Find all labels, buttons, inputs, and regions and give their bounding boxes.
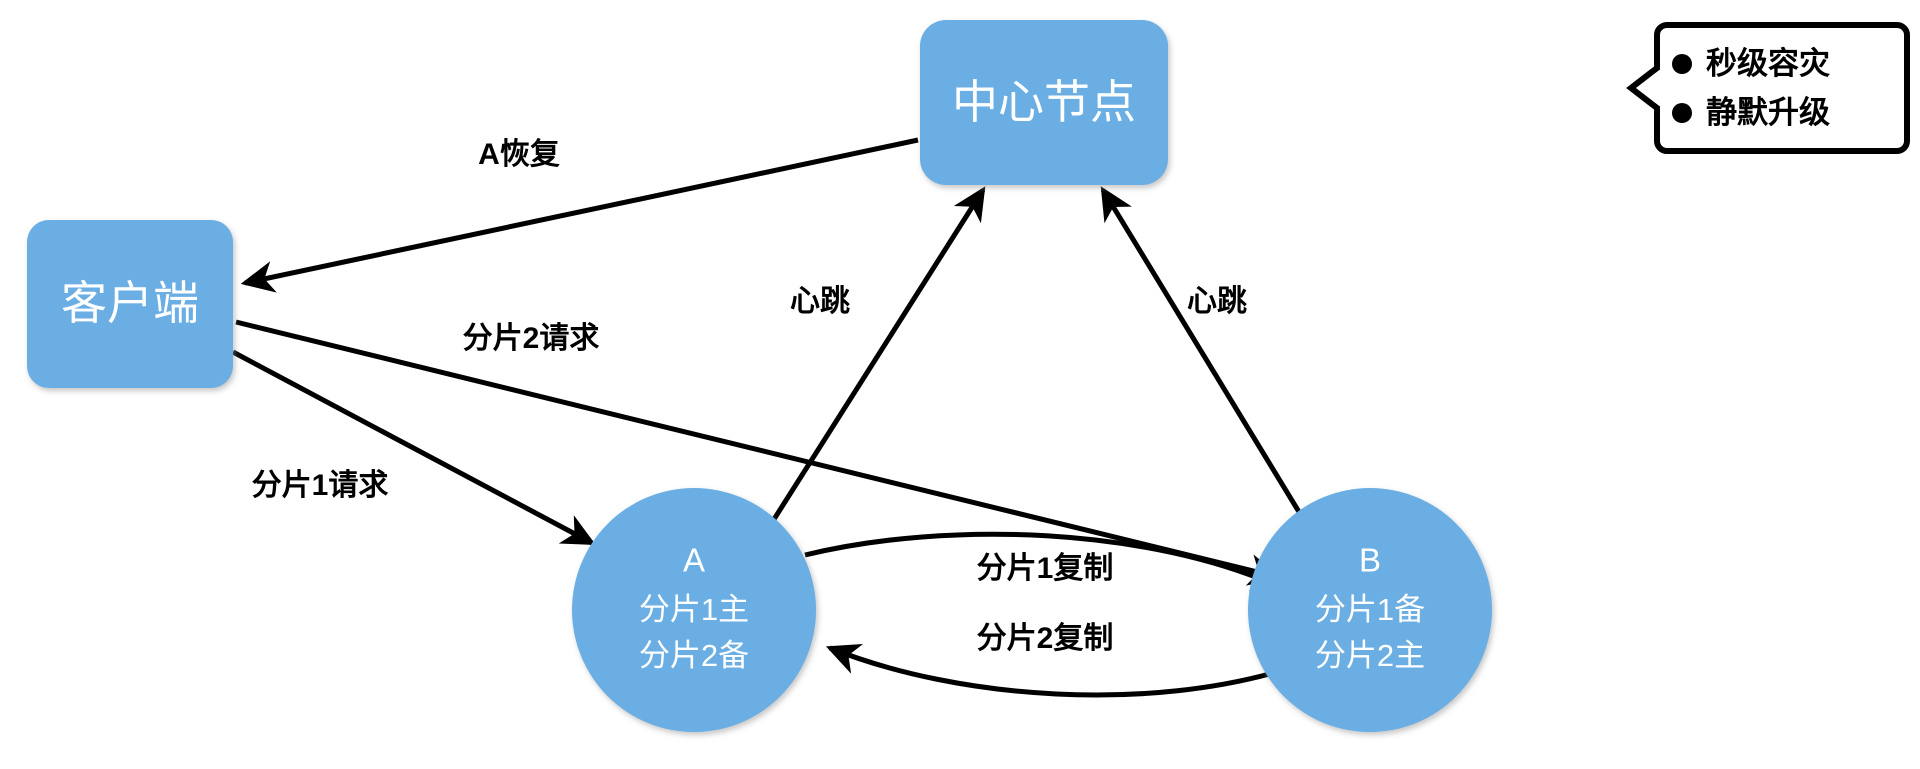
node-client-label: 客户端 bbox=[61, 277, 199, 329]
edge-label-shard2-replicate: 分片2复制 bbox=[977, 622, 1114, 655]
node-center[interactable]: 中心节点 bbox=[920, 20, 1168, 185]
node-client[interactable]: 客户端 bbox=[27, 220, 233, 388]
edge-node-a-to-center bbox=[761, 186, 986, 537]
edge-group bbox=[231, 137, 1313, 698]
edge-center-to-client bbox=[240, 137, 919, 293]
node-b-title: B bbox=[1359, 542, 1381, 579]
node-a-title: A bbox=[683, 542, 705, 579]
node-center-label: 中心节点 bbox=[952, 76, 1136, 128]
node-a[interactable]: A 分片1主 分片2备 bbox=[572, 488, 816, 732]
edge-node-b-to-center bbox=[1100, 186, 1313, 532]
node-a-line1: 分片1主 bbox=[639, 592, 749, 627]
edge-label-group: A恢复 分片2请求 分片1请求 心跳 心跳 分片1复制 分片2复制 bbox=[248, 134, 1250, 658]
edge-label-shard2-request: 分片2请求 bbox=[463, 322, 600, 355]
node-a-shape bbox=[572, 488, 816, 732]
edge-client-to-node-a bbox=[231, 349, 596, 546]
node-b-shape bbox=[1248, 488, 1492, 732]
callout-box[interactable]: 秒级容灾 静默升级 bbox=[1626, 22, 1910, 154]
edge-label-heartbeat-a: 心跳 bbox=[790, 285, 850, 318]
edge-label-heartbeat-b: 心跳 bbox=[1187, 285, 1247, 318]
callout-item-2-label: 静默升级 bbox=[1706, 95, 1830, 130]
edge-client-to-node-b bbox=[235, 319, 1283, 586]
edge-label-shard1-request: 分片1请求 bbox=[252, 469, 389, 502]
callout-box-outline bbox=[1626, 22, 1910, 154]
node-center-shape bbox=[920, 20, 1168, 185]
edge-node-b-to-node-a-replicate bbox=[825, 643, 1291, 698]
edge-label-a-recover: A恢复 bbox=[478, 138, 560, 171]
node-b-line2: 分片2主 bbox=[1315, 638, 1425, 673]
callout-bullet-2 bbox=[1672, 103, 1692, 123]
callout-item-1-label: 秒级容灾 bbox=[1706, 46, 1830, 81]
node-a-line2: 分片2备 bbox=[639, 638, 749, 673]
node-client-shape bbox=[27, 220, 233, 388]
node-b-line1: 分片1备 bbox=[1315, 592, 1425, 627]
callout-bullet-1 bbox=[1672, 54, 1692, 74]
edge-label-shard1-replicate: 分片1复制 bbox=[977, 552, 1114, 585]
edge-node-a-to-node-b-replicate bbox=[804, 531, 1286, 591]
node-b[interactable]: B 分片1备 分片2主 bbox=[1248, 488, 1492, 732]
